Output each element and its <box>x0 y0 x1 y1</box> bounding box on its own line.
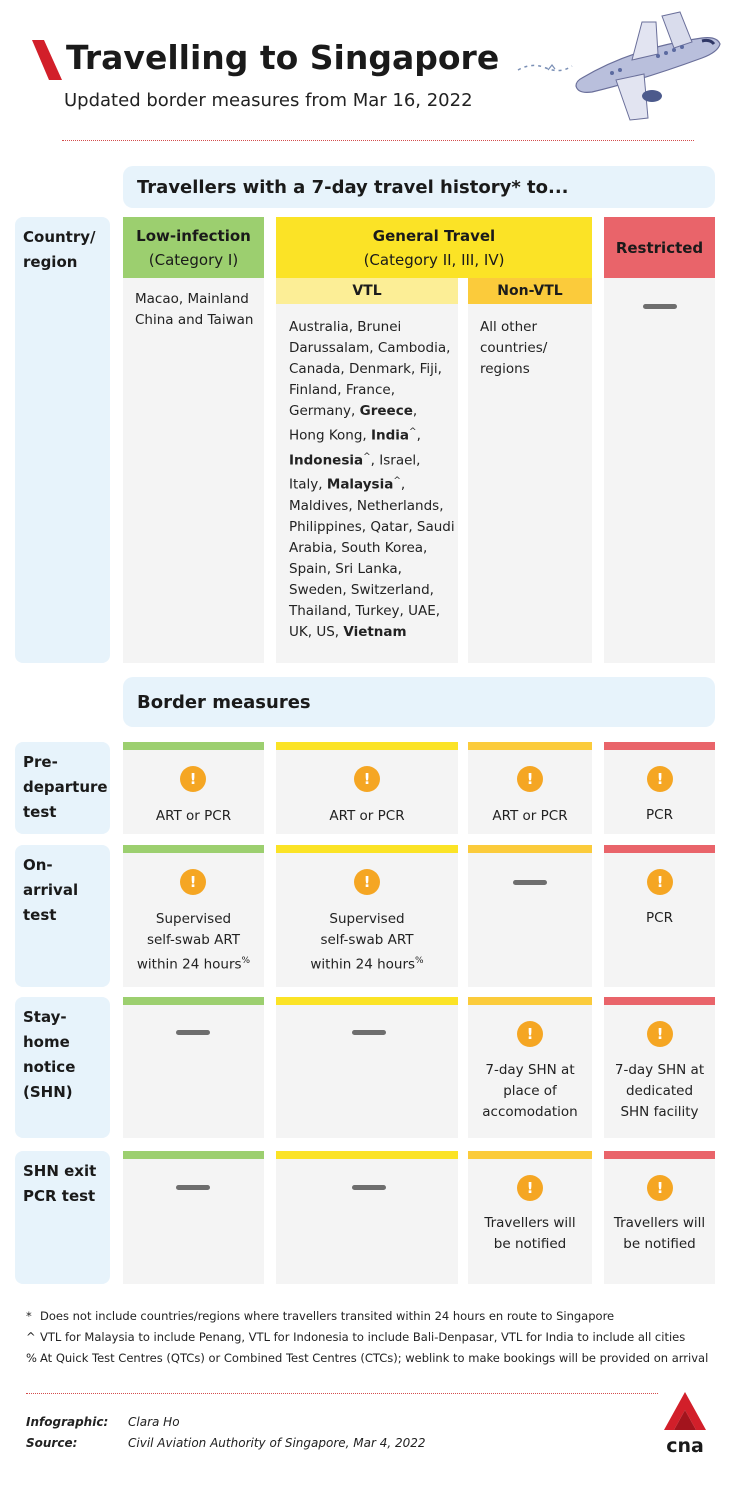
category-bar <box>123 742 264 750</box>
shn-exit-restricted-cell: ! Travellers will be notified <box>604 1151 715 1284</box>
on-arrival-nonvtl-cell <box>468 845 592 987</box>
category-bar <box>123 845 264 853</box>
shn-exit-label: SHN exit PCR test <box>15 1151 110 1284</box>
category-bar <box>468 997 592 1005</box>
shn-nonvtl-cell: ! 7-day SHN at place of accomodation <box>468 997 592 1138</box>
footnote: *Does not include countries/regions wher… <box>26 1309 615 1323</box>
non-vtl-header: Non-VTL <box>468 278 592 304</box>
pre-departure-low-cell: ! ART or PCR <box>123 742 264 834</box>
header-divider <box>62 140 694 141</box>
alert-icon: ! <box>180 766 206 792</box>
pre-departure-restricted-cell: ! PCR <box>604 742 715 834</box>
alert-icon: ! <box>517 766 543 792</box>
on-arrival-label: On-arrival test <box>15 845 110 987</box>
alert-icon: ! <box>517 1175 543 1201</box>
alert-icon: ! <box>354 869 380 895</box>
border-measures-heading: Border measures <box>123 677 715 727</box>
dash-icon <box>176 1030 210 1035</box>
category-bar <box>468 742 592 750</box>
dash-icon <box>643 304 677 309</box>
vtl-column <box>276 278 458 663</box>
alert-icon: ! <box>180 869 206 895</box>
category-bar <box>276 845 458 853</box>
shn-vtl-cell <box>276 997 458 1138</box>
on-arrival-vtl-cell: ! Supervised self-swab ART within 24 hou… <box>276 845 458 987</box>
pre-departure-label: Pre-departure test <box>15 742 110 834</box>
svg-text:cna: cna <box>666 1435 704 1454</box>
category-bar <box>123 1151 264 1159</box>
shn-exit-vtl-cell <box>276 1151 458 1284</box>
category-bar <box>604 845 715 853</box>
country-region-label: Country/ region <box>15 217 110 663</box>
category-bar <box>604 997 715 1005</box>
source-label: Source: <box>26 1436 78 1450</box>
on-arrival-low-cell: ! Supervised self-swab ART within 24 hou… <box>123 845 264 987</box>
low-infection-column <box>123 217 264 663</box>
page-title: Travelling to Singapore <box>66 38 500 77</box>
low-infection-countries: Macao, Mainland China and Taiwan <box>135 291 254 328</box>
alert-icon: ! <box>647 869 673 895</box>
on-arrival-restricted-cell: ! PCR <box>604 845 715 987</box>
dash-icon <box>352 1185 386 1190</box>
category-bar <box>276 742 458 750</box>
category-bar <box>468 1151 592 1159</box>
category-bar <box>604 1151 715 1159</box>
category-bar <box>276 1151 458 1159</box>
dash-icon <box>513 880 547 885</box>
footnote: ^VTL for Malaysia to include Penang, VTL… <box>26 1330 686 1344</box>
cna-logo-icon: cna <box>664 1392 706 1454</box>
category-bar <box>604 742 715 750</box>
airplane-icon <box>517 11 721 121</box>
category-bar <box>123 997 264 1005</box>
infographic-value: Clara Ho <box>128 1415 180 1429</box>
pre-departure-vtl-cell: ! ART or PCR <box>276 742 458 834</box>
infographic-label: Infographic: <box>26 1415 109 1429</box>
alert-icon: ! <box>647 766 673 792</box>
page-subtitle: Updated border measures from Mar 16, 202… <box>64 90 473 111</box>
footer-divider <box>26 1393 658 1394</box>
dash-icon <box>176 1185 210 1190</box>
shn-restricted-cell: ! 7-day SHN at dedicated SHN facility <box>604 997 715 1138</box>
pre-departure-nonvtl-cell: ! ART or PCR <box>468 742 592 834</box>
non-vtl-countries: All other countries/ regions <box>480 319 548 377</box>
brand-slash-icon <box>32 40 62 80</box>
alert-icon: ! <box>647 1175 673 1201</box>
shn-label: Stay-home notice (SHN) <box>15 997 110 1138</box>
general-travel-header: General Travel (Category II, III, IV) <box>276 217 592 278</box>
shn-low-cell <box>123 997 264 1138</box>
restricted-header: Restricted <box>604 217 715 278</box>
category-bar <box>276 997 458 1005</box>
shn-exit-nonvtl-cell: ! Travellers will be notified <box>468 1151 592 1284</box>
vtl-header: VTL <box>276 278 458 304</box>
alert-icon: ! <box>647 1021 673 1047</box>
footnote: %At Quick Test Centres (QTCs) or Combine… <box>26 1351 709 1365</box>
restricted-column <box>604 217 715 663</box>
travel-history-heading: Travellers with a 7-day travel history* … <box>123 166 715 208</box>
vtl-countries: Australia, Brunei Darussalam, Cambodia, … <box>289 319 455 640</box>
dash-icon <box>352 1030 386 1035</box>
shn-exit-low-cell <box>123 1151 264 1284</box>
alert-icon: ! <box>517 1021 543 1047</box>
source-value: Civil Aviation Authority of Singapore, M… <box>128 1436 426 1450</box>
alert-icon: ! <box>354 766 380 792</box>
non-vtl-column <box>468 278 592 663</box>
low-infection-header: Low-infection (Category I) <box>123 217 264 278</box>
category-bar <box>468 845 592 853</box>
